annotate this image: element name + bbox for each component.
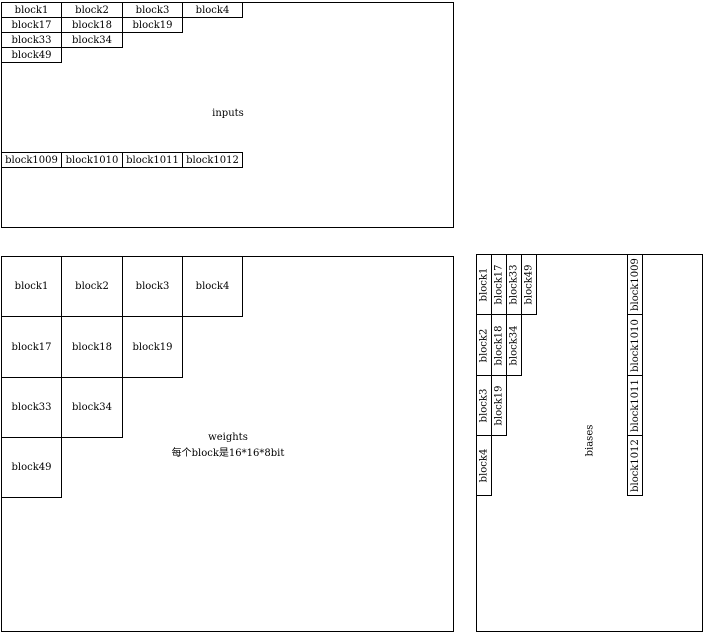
- biases-label: biases: [574, 425, 606, 457]
- biases-block-18: block18: [491, 314, 507, 376]
- inputs-block-34: block34: [61, 32, 123, 48]
- biases-block-34: block34: [506, 314, 522, 376]
- inputs-block-33: block33: [1, 32, 62, 48]
- inputs-block-17: block17: [1, 17, 62, 33]
- inputs-label: inputs: [212, 108, 244, 119]
- weights-block-3: block3: [122, 256, 183, 317]
- weights-block-33: block33: [1, 377, 62, 438]
- inputs-block-1009: block1009: [1, 152, 62, 168]
- weights-block-49: block49: [1, 437, 62, 498]
- inputs-block-1010: block1010: [61, 152, 123, 168]
- weights-block-1: block1: [1, 256, 62, 317]
- inputs-block-1011: block1011: [122, 152, 183, 168]
- weights-block-34: block34: [61, 377, 123, 438]
- inputs-block-3: block3: [122, 2, 183, 18]
- biases-block-3: block3: [476, 375, 492, 436]
- weights-block-17: block17: [1, 316, 62, 378]
- biases-block-17: block17: [491, 254, 507, 315]
- weights-block-2: block2: [61, 256, 123, 317]
- weights-block-19: block19: [122, 316, 183, 378]
- biases-block-33: block33: [506, 254, 522, 315]
- biases-block-49: block49: [521, 254, 537, 315]
- biases-block-1010: block1010: [627, 314, 643, 376]
- biases-block-19: block19: [491, 375, 507, 436]
- biases-block-1009: block1009: [627, 254, 643, 315]
- biases-block-1011: block1011: [627, 375, 643, 436]
- weights-block-18: block18: [61, 316, 123, 378]
- biases-block-1012: block1012: [627, 435, 643, 496]
- biases-block-1: block1: [476, 254, 492, 315]
- inputs-block-2: block2: [61, 2, 123, 18]
- inputs-block-49: block49: [1, 47, 62, 63]
- biases-block-2: block2: [476, 314, 492, 376]
- inputs-block-4: block4: [182, 2, 243, 18]
- biases-label-text: biases: [584, 424, 596, 457]
- weights-label: weights: [208, 432, 248, 443]
- biases-block-4: block4: [476, 435, 492, 496]
- inputs-block-18: block18: [61, 17, 123, 33]
- inputs-block-1012: block1012: [182, 152, 243, 168]
- inputs-block-1: block1: [1, 2, 62, 18]
- inputs-block-19: block19: [122, 17, 183, 33]
- weights-block-size-note: 每个block是16*16*8bit: [171, 448, 285, 459]
- weights-block-4: block4: [182, 256, 243, 317]
